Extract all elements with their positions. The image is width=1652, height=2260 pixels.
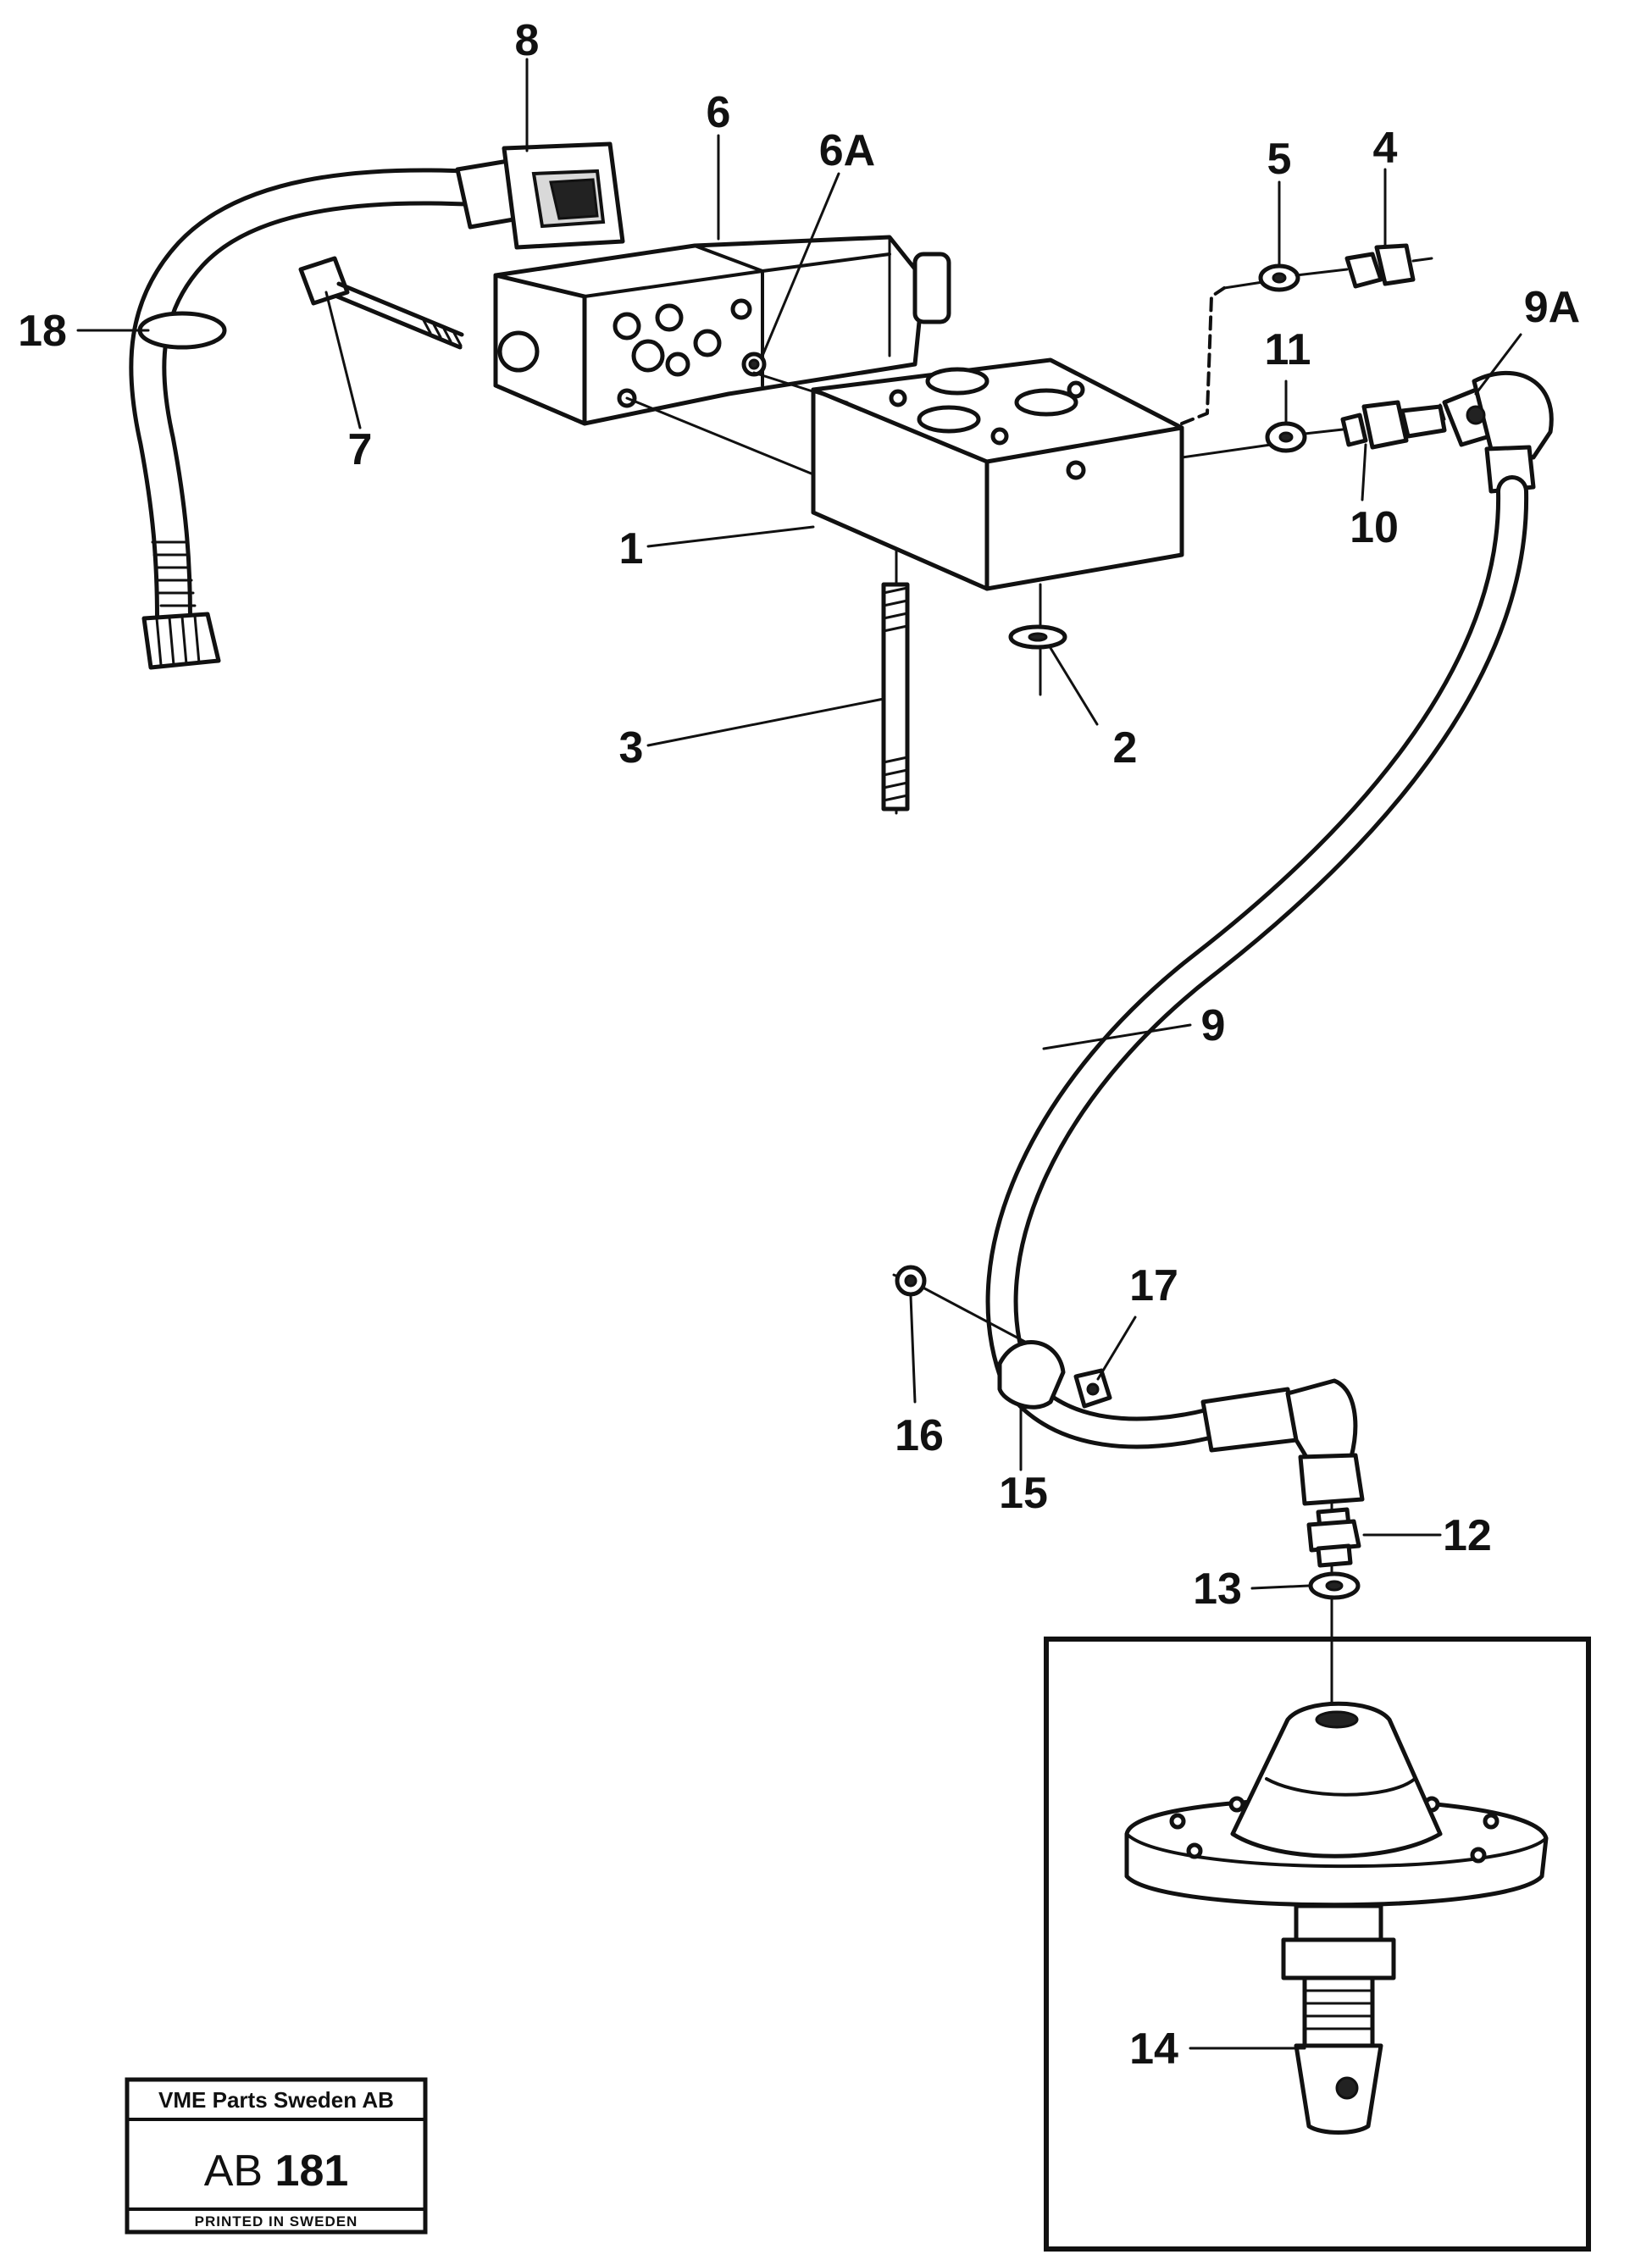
label-part-18: 18 [18,307,67,356]
label-part-8: 8 [515,16,540,65]
part-labels: 8 6 6A 5 4 9A 18 11 7 10 1 3 2 9 17 16 1… [18,16,1580,2074]
adapter-and-washer [1306,1502,1361,1603]
stamp-company: VME Parts Sweden AB [158,2087,394,2113]
hose-clamp-group [892,1265,1112,1410]
label-part-9: 9 [1201,1001,1226,1050]
cable-harness [129,168,493,670]
stamp-code-number: 181 [275,2146,349,2196]
stamp-code-prefix: AB [204,2146,263,2196]
label-part-5: 5 [1267,135,1292,184]
label-part-1: 1 [619,524,644,573]
label-part-11: 11 [1265,325,1311,374]
stud [881,549,910,815]
label-part-15: 15 [999,1469,1048,1518]
solenoid-valve [493,235,951,426]
label-part-3: 3 [619,723,644,773]
label-part-6A: 6A [819,126,875,175]
valve-sub-plate [625,235,1184,591]
label-part-2: 2 [1113,723,1138,773]
stamp-footer: PRINTED IN SWEDEN [195,2213,358,2230]
label-part-14: 14 [1129,2025,1178,2074]
label-part-17: 17 [1129,1261,1178,1310]
publisher-stamp: VME Parts Sweden AB AB 181 PRINTED IN SW… [125,2077,428,2235]
washer-2 [1008,583,1067,696]
label-part-4: 4 [1373,124,1398,173]
label-part-6: 6 [707,88,731,137]
label-part-10: 10 [1350,503,1399,552]
long-bolt [298,256,464,350]
sensor-inset [1044,1599,1591,2252]
hose-9 [985,475,1529,1506]
label-part-9A: 9A [1524,283,1580,332]
label-part-7: 7 [348,425,373,474]
top-right-fittings [1180,243,1554,494]
label-part-16: 16 [895,1411,944,1460]
label-part-12: 12 [1443,1511,1492,1560]
stamp-drawing-code: AB 181 [204,2146,349,2196]
electrical-connector [455,141,625,250]
leader-lines [76,58,1522,2050]
label-part-13: 13 [1193,1565,1242,1614]
